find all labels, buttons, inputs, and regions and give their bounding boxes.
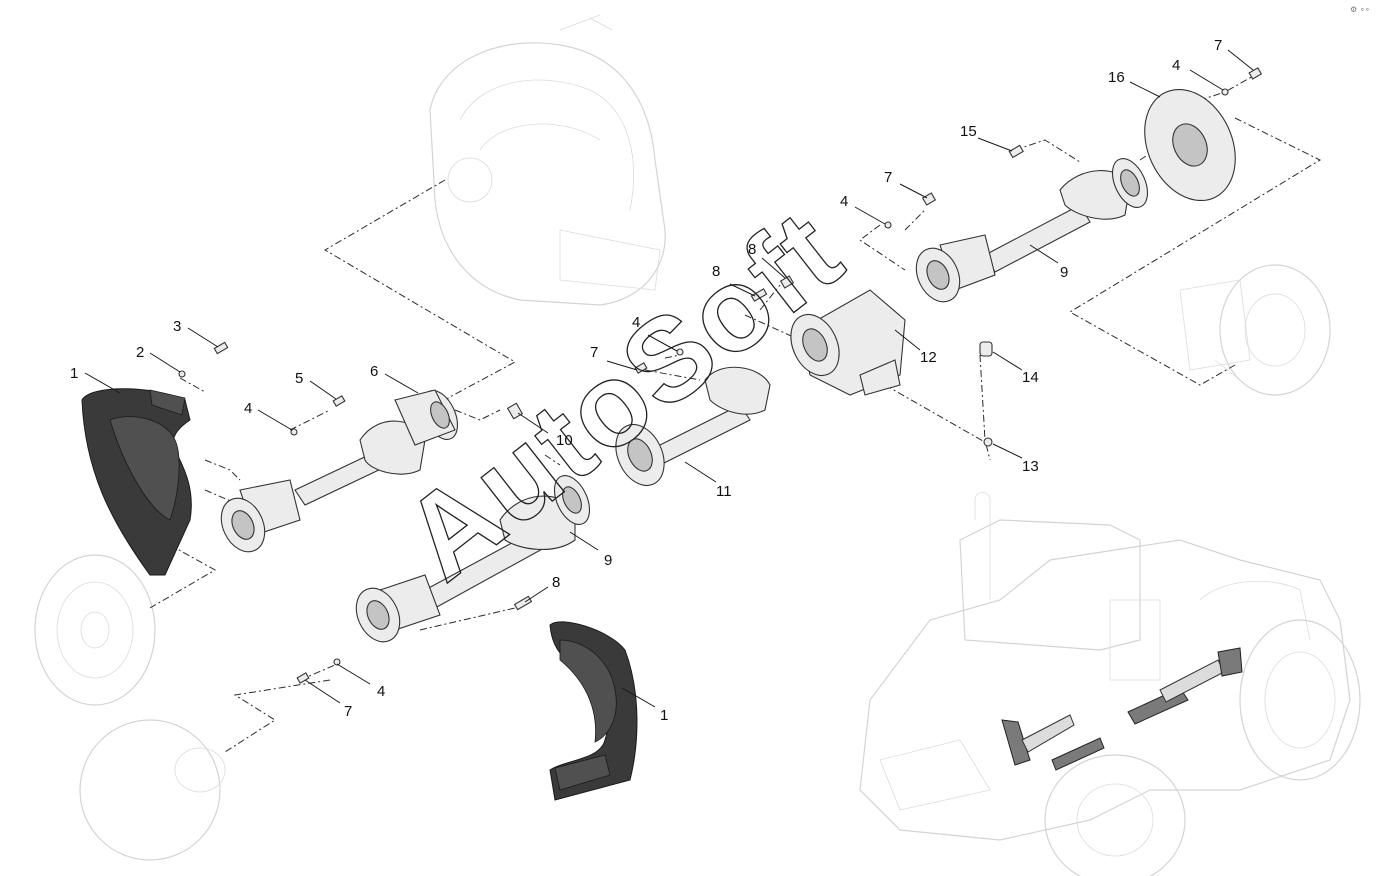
rubber-shield-left	[81, 388, 192, 576]
callout-3: 3	[173, 318, 181, 335]
callout-8: 8	[748, 241, 756, 258]
callout-9: 9	[1060, 264, 1068, 281]
callout-1: 1	[660, 707, 668, 724]
callout-7: 7	[590, 344, 598, 361]
callout-4: 4	[244, 400, 252, 417]
callouts: 1 2 3 4 5 6 10 9 8 4 7 1 7 4 11 8 8 12 1…	[70, 37, 1222, 724]
flange-disk-16	[1144, 88, 1236, 202]
fasteners	[178, 67, 1263, 684]
callout-6: 6	[370, 363, 378, 380]
corner-mark: ⚙ ∘∘	[1350, 5, 1370, 14]
callout-12: 12	[920, 349, 937, 366]
callout-7: 7	[344, 703, 352, 720]
callout-5: 5	[295, 370, 303, 387]
ghost-axle-right	[1179, 264, 1331, 396]
cardan-shaft-9-upper	[915, 158, 1149, 303]
callout-7: 7	[884, 169, 892, 186]
callout-8: 8	[712, 263, 720, 280]
cardan-shaft-9-lower	[355, 475, 591, 643]
ghost-wheel-left	[34, 554, 226, 861]
callout-10: 10	[556, 432, 573, 449]
callout-4: 4	[377, 683, 385, 700]
callout-9: 9	[604, 552, 612, 569]
callout-16: 16	[1108, 69, 1125, 86]
callout-11: 11	[716, 483, 732, 500]
callout-13: 13	[1022, 458, 1039, 475]
callout-4: 4	[840, 193, 848, 210]
cardan-shaft-6	[220, 389, 459, 553]
leader-lines	[84, 49, 1254, 708]
intermediate-support-12	[790, 289, 906, 396]
ghost-gearbox	[429, 14, 666, 306]
callout-14: 14	[1022, 369, 1039, 386]
cardan-shaft-11	[615, 366, 771, 487]
callout-2: 2	[136, 344, 144, 361]
callout-4: 4	[632, 314, 640, 331]
callout-1: 1	[70, 365, 78, 382]
callout-4: 4	[1172, 57, 1180, 74]
rubber-shield-right	[549, 621, 638, 801]
callout-8: 8	[552, 574, 560, 591]
tractor-location-view	[859, 492, 1361, 876]
callout-15: 15	[960, 123, 977, 140]
callout-7: 7	[1214, 37, 1222, 54]
